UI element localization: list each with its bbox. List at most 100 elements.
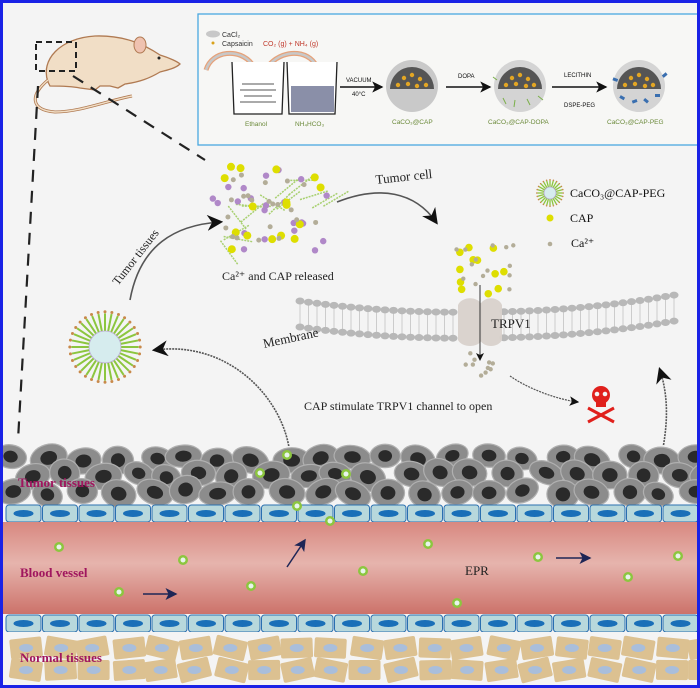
lipid-head — [618, 325, 628, 333]
zoom-region-box — [35, 41, 77, 72]
ca-dot — [490, 361, 495, 366]
lipid-head — [593, 302, 602, 310]
ca-dot — [228, 197, 234, 203]
lipid-head — [567, 304, 577, 312]
ca-dot — [230, 234, 236, 240]
blood-vessel-label: Blood vessel — [20, 565, 88, 580]
peg-chain — [543, 181, 548, 189]
peg-end — [537, 198, 540, 201]
lipid-head — [525, 333, 534, 341]
normal-nucleus — [188, 644, 203, 652]
tumor-nucleus — [450, 486, 465, 499]
cap-dot — [494, 284, 503, 293]
normal-nucleus — [85, 644, 100, 652]
lipid-head — [414, 308, 424, 316]
cap-dot — [491, 270, 499, 278]
peg-chain — [115, 322, 130, 337]
nanoparticle — [282, 450, 292, 460]
lipid-head — [627, 298, 636, 306]
caco3-cap-dopa-particle — [492, 60, 546, 112]
cacl2-label: CaCl₂ — [222, 32, 241, 39]
tumor-nucleus — [315, 485, 332, 499]
cap-dot — [484, 289, 493, 298]
endothelial-nucleus — [415, 620, 435, 627]
normal-nucleus — [631, 644, 646, 652]
death-arrow — [509, 375, 580, 406]
ca-dot — [507, 273, 512, 278]
peg-end — [549, 205, 551, 207]
membrane-label: Membrane — [262, 325, 320, 351]
tumor-cell-label: Tumor cell — [375, 166, 434, 187]
normal-nucleus — [357, 666, 372, 674]
ca-dot — [463, 247, 468, 252]
lipid-head — [406, 307, 415, 315]
lipid-head — [380, 332, 390, 340]
tumor-nucleus — [224, 469, 239, 484]
peg-end — [536, 192, 538, 194]
endothelial-nucleus — [597, 620, 618, 627]
peg-chain — [80, 322, 95, 337]
ca-dot — [294, 217, 300, 223]
tumor-nucleus — [622, 485, 638, 500]
peg-end — [70, 358, 74, 362]
nh4hco3-label: NH₄HCO₃ — [295, 121, 324, 128]
peg-chain — [540, 183, 547, 190]
ca-dot — [301, 182, 307, 188]
endothelial-nucleus — [305, 510, 326, 517]
nanoparticle — [533, 552, 543, 562]
normal-nucleus — [393, 644, 408, 652]
tumor-nucleus — [653, 453, 671, 468]
lipid-head — [635, 322, 645, 330]
peg-end — [558, 182, 561, 185]
lipid-chain — [227, 205, 248, 231]
lipid-head — [542, 306, 551, 314]
tumor-nucleus — [555, 450, 571, 463]
lipid-head — [363, 305, 373, 313]
cap-dot — [290, 234, 299, 243]
lipid-head — [576, 303, 585, 311]
tumor-nucleus — [209, 487, 227, 500]
released-cluster — [209, 162, 350, 266]
cap-dot — [282, 200, 291, 209]
normal-nucleus — [494, 666, 509, 674]
peg-chain — [73, 352, 91, 361]
endothelial-nucleus — [232, 620, 253, 627]
peg-chain — [537, 193, 545, 197]
skull-crossbones-icon — [587, 386, 615, 424]
endothelial-nucleus — [342, 510, 362, 517]
normal-nucleus — [528, 666, 543, 674]
lipid-head — [644, 321, 653, 329]
peg-end — [136, 332, 140, 336]
ca-dot — [469, 262, 475, 267]
normal-nucleus — [257, 644, 272, 652]
lipid-head — [262, 172, 270, 179]
ca-dot — [225, 214, 231, 220]
lipid-head — [234, 198, 242, 205]
ca-dot — [256, 237, 262, 243]
ca-dot — [485, 268, 490, 273]
lipid-head — [567, 330, 577, 338]
tumor-nucleus — [327, 468, 343, 480]
capsaicin-label: Capsaicin — [222, 41, 253, 48]
lipid-head — [329, 327, 339, 335]
peg-end — [70, 332, 74, 336]
ca-dot — [284, 178, 290, 184]
lipid-head — [669, 291, 679, 299]
cell-membrane — [295, 291, 679, 342]
peg-end — [128, 370, 132, 374]
peg-end — [90, 378, 94, 382]
tumor-nucleus — [3, 450, 18, 463]
tumor-nucleus — [515, 484, 530, 497]
cap-dot — [226, 162, 235, 171]
lipid-head — [338, 328, 347, 336]
normal-nucleus — [459, 644, 474, 652]
normal-nucleus — [597, 644, 612, 652]
ca-dot — [488, 367, 493, 372]
release-return-arrow — [151, 340, 291, 456]
cap-dot — [310, 173, 319, 182]
lipid-head — [533, 306, 543, 314]
normal-nucleus — [496, 644, 511, 652]
ca-dot — [470, 362, 476, 367]
caco3-cap-dopa-label: CaCO₃@CAP-DOPA — [488, 119, 549, 126]
particle-core — [343, 471, 349, 477]
